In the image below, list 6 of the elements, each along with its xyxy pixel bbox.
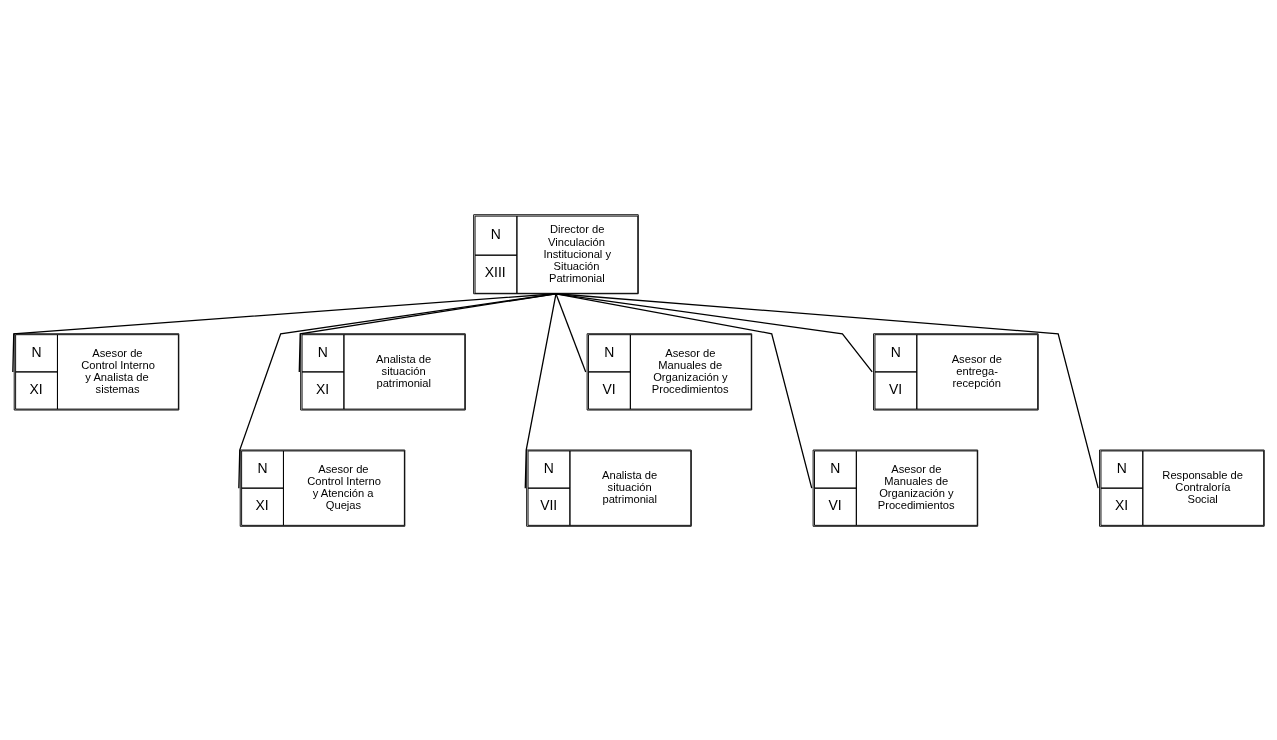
connector [555, 292, 873, 373]
connector [555, 292, 1099, 489]
connector [238, 292, 557, 489]
connector [524, 292, 557, 489]
connector [555, 292, 587, 373]
connector [555, 292, 813, 489]
